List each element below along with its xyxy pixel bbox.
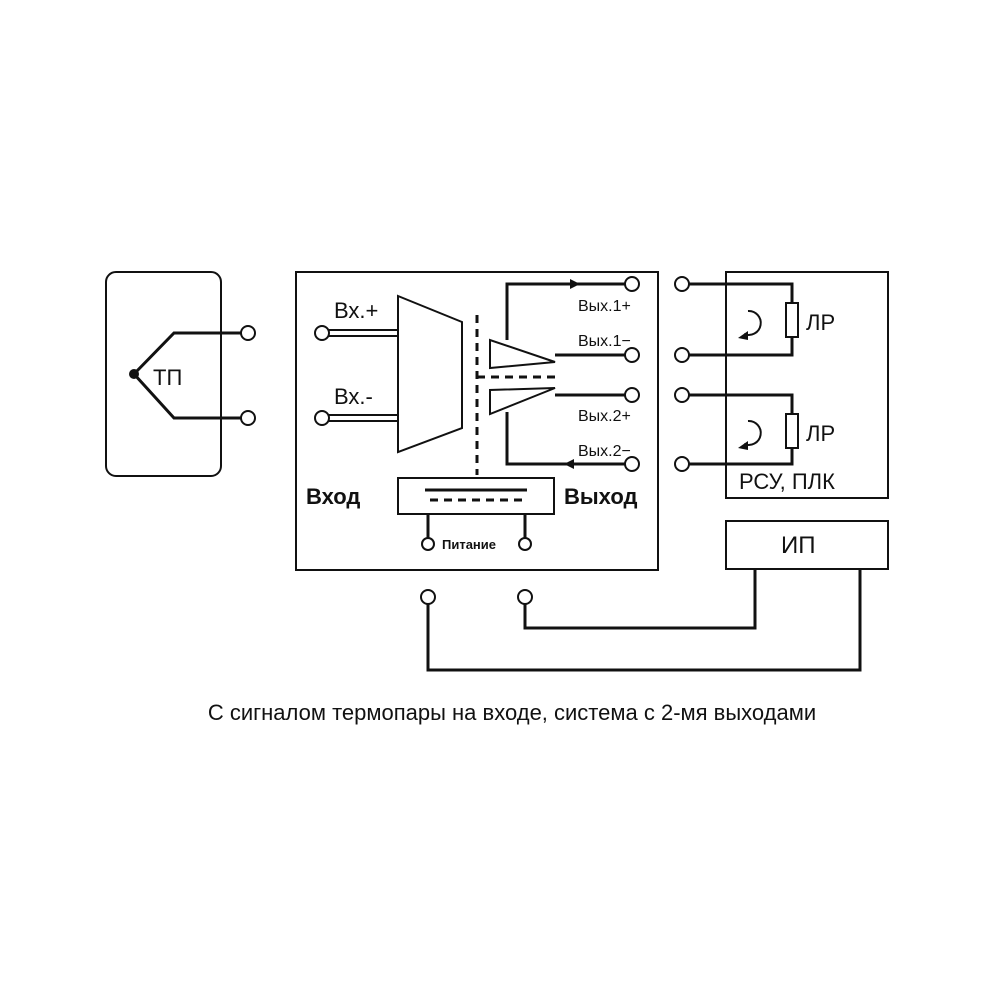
receiver-terminal-2-minus[interactable] (674, 456, 690, 472)
receiver-frame (725, 271, 889, 499)
power-label: Питание (442, 537, 496, 552)
output1-minus-label: Вых.1− (578, 333, 631, 350)
receiver-loop1-bottom-wire (689, 337, 794, 357)
power-supply-label: ИП (781, 532, 816, 559)
thermocouple-frame (105, 271, 222, 477)
supply-terminal-right[interactable] (517, 589, 533, 605)
current-loop-1-arrow-icon (738, 331, 748, 340)
output1-plus-wire (505, 282, 625, 340)
power-supply-frame (725, 520, 889, 570)
receiver-block: ЛР ЛР РСУ, ПЛК (674, 271, 889, 499)
power-terminal-right[interactable] (518, 537, 532, 551)
receiver-terminal-1-minus[interactable] (674, 347, 690, 363)
output1-plus-label: Вых.1+ (578, 298, 631, 315)
current-loop-1-icon (743, 309, 762, 336)
thermocouple-wire-upper (132, 331, 243, 376)
thermocouple-wire-lower (132, 372, 243, 420)
output2-minus-wire (505, 412, 625, 466)
load-resistor-2-label: ЛР (806, 421, 835, 446)
output1-minus-terminal[interactable] (624, 347, 640, 363)
output2-plus-label: Вых.2+ (578, 408, 631, 425)
load-resistor-1 (785, 302, 799, 338)
input-minus-terminal[interactable] (314, 410, 330, 426)
thermocouple-terminal-plus[interactable] (240, 325, 256, 341)
power-supply-block: ИП (725, 520, 889, 570)
amplifier-block (397, 294, 463, 454)
transmitter-module: Вх.+ Вх.- Вых.1+ Вых.1− Вых.2+ Вых.2− Вх… (295, 271, 659, 571)
receiver-loop2-bottom-wire (689, 448, 794, 466)
supply-terminal-left[interactable] (420, 589, 436, 605)
diagram-caption: С сигналом термопары на входе, система с… (208, 700, 816, 725)
input-minus-label: Вх.- (334, 384, 373, 409)
supply-wiring (420, 569, 862, 672)
thermocouple-junction (129, 369, 139, 379)
thermocouple-label: ТП (153, 365, 182, 390)
receiver-title: РСУ, ПЛК (739, 469, 835, 494)
receiver-terminal-1-plus[interactable] (674, 276, 690, 292)
input-section-title: Вход (306, 484, 360, 509)
load-resistor-1-label: ЛР (806, 310, 835, 335)
output1-plus-terminal[interactable] (624, 276, 640, 292)
output2-minus-label: Вых.2− (578, 443, 631, 460)
current-loop-2-arrow-icon (738, 441, 748, 450)
output2-minus-terminal[interactable] (624, 456, 640, 472)
output2-arrow-icon (564, 459, 574, 469)
thermocouple-terminal-minus[interactable] (240, 410, 256, 426)
current-loop-2-icon (743, 419, 762, 446)
input-plus-terminal[interactable] (314, 325, 330, 341)
receiver-loop1-top-wire (689, 282, 794, 303)
power-converter-block (397, 477, 555, 515)
input-plus-label: Вх.+ (334, 298, 378, 323)
receiver-terminal-2-plus[interactable] (674, 387, 690, 403)
output-section-title: Выход (564, 484, 638, 509)
supply-wire-negative (426, 569, 862, 672)
receiver-loop2-top-wire (689, 393, 794, 414)
power-terminal-left[interactable] (421, 537, 435, 551)
thermocouple-block: ТП (105, 271, 256, 477)
output1-arrow-icon (570, 279, 580, 289)
load-resistor-2 (785, 413, 799, 449)
output2-stage (489, 387, 556, 416)
output1-stage (489, 338, 556, 370)
output2-plus-terminal[interactable] (624, 387, 640, 403)
supply-wire-positive (523, 569, 757, 630)
